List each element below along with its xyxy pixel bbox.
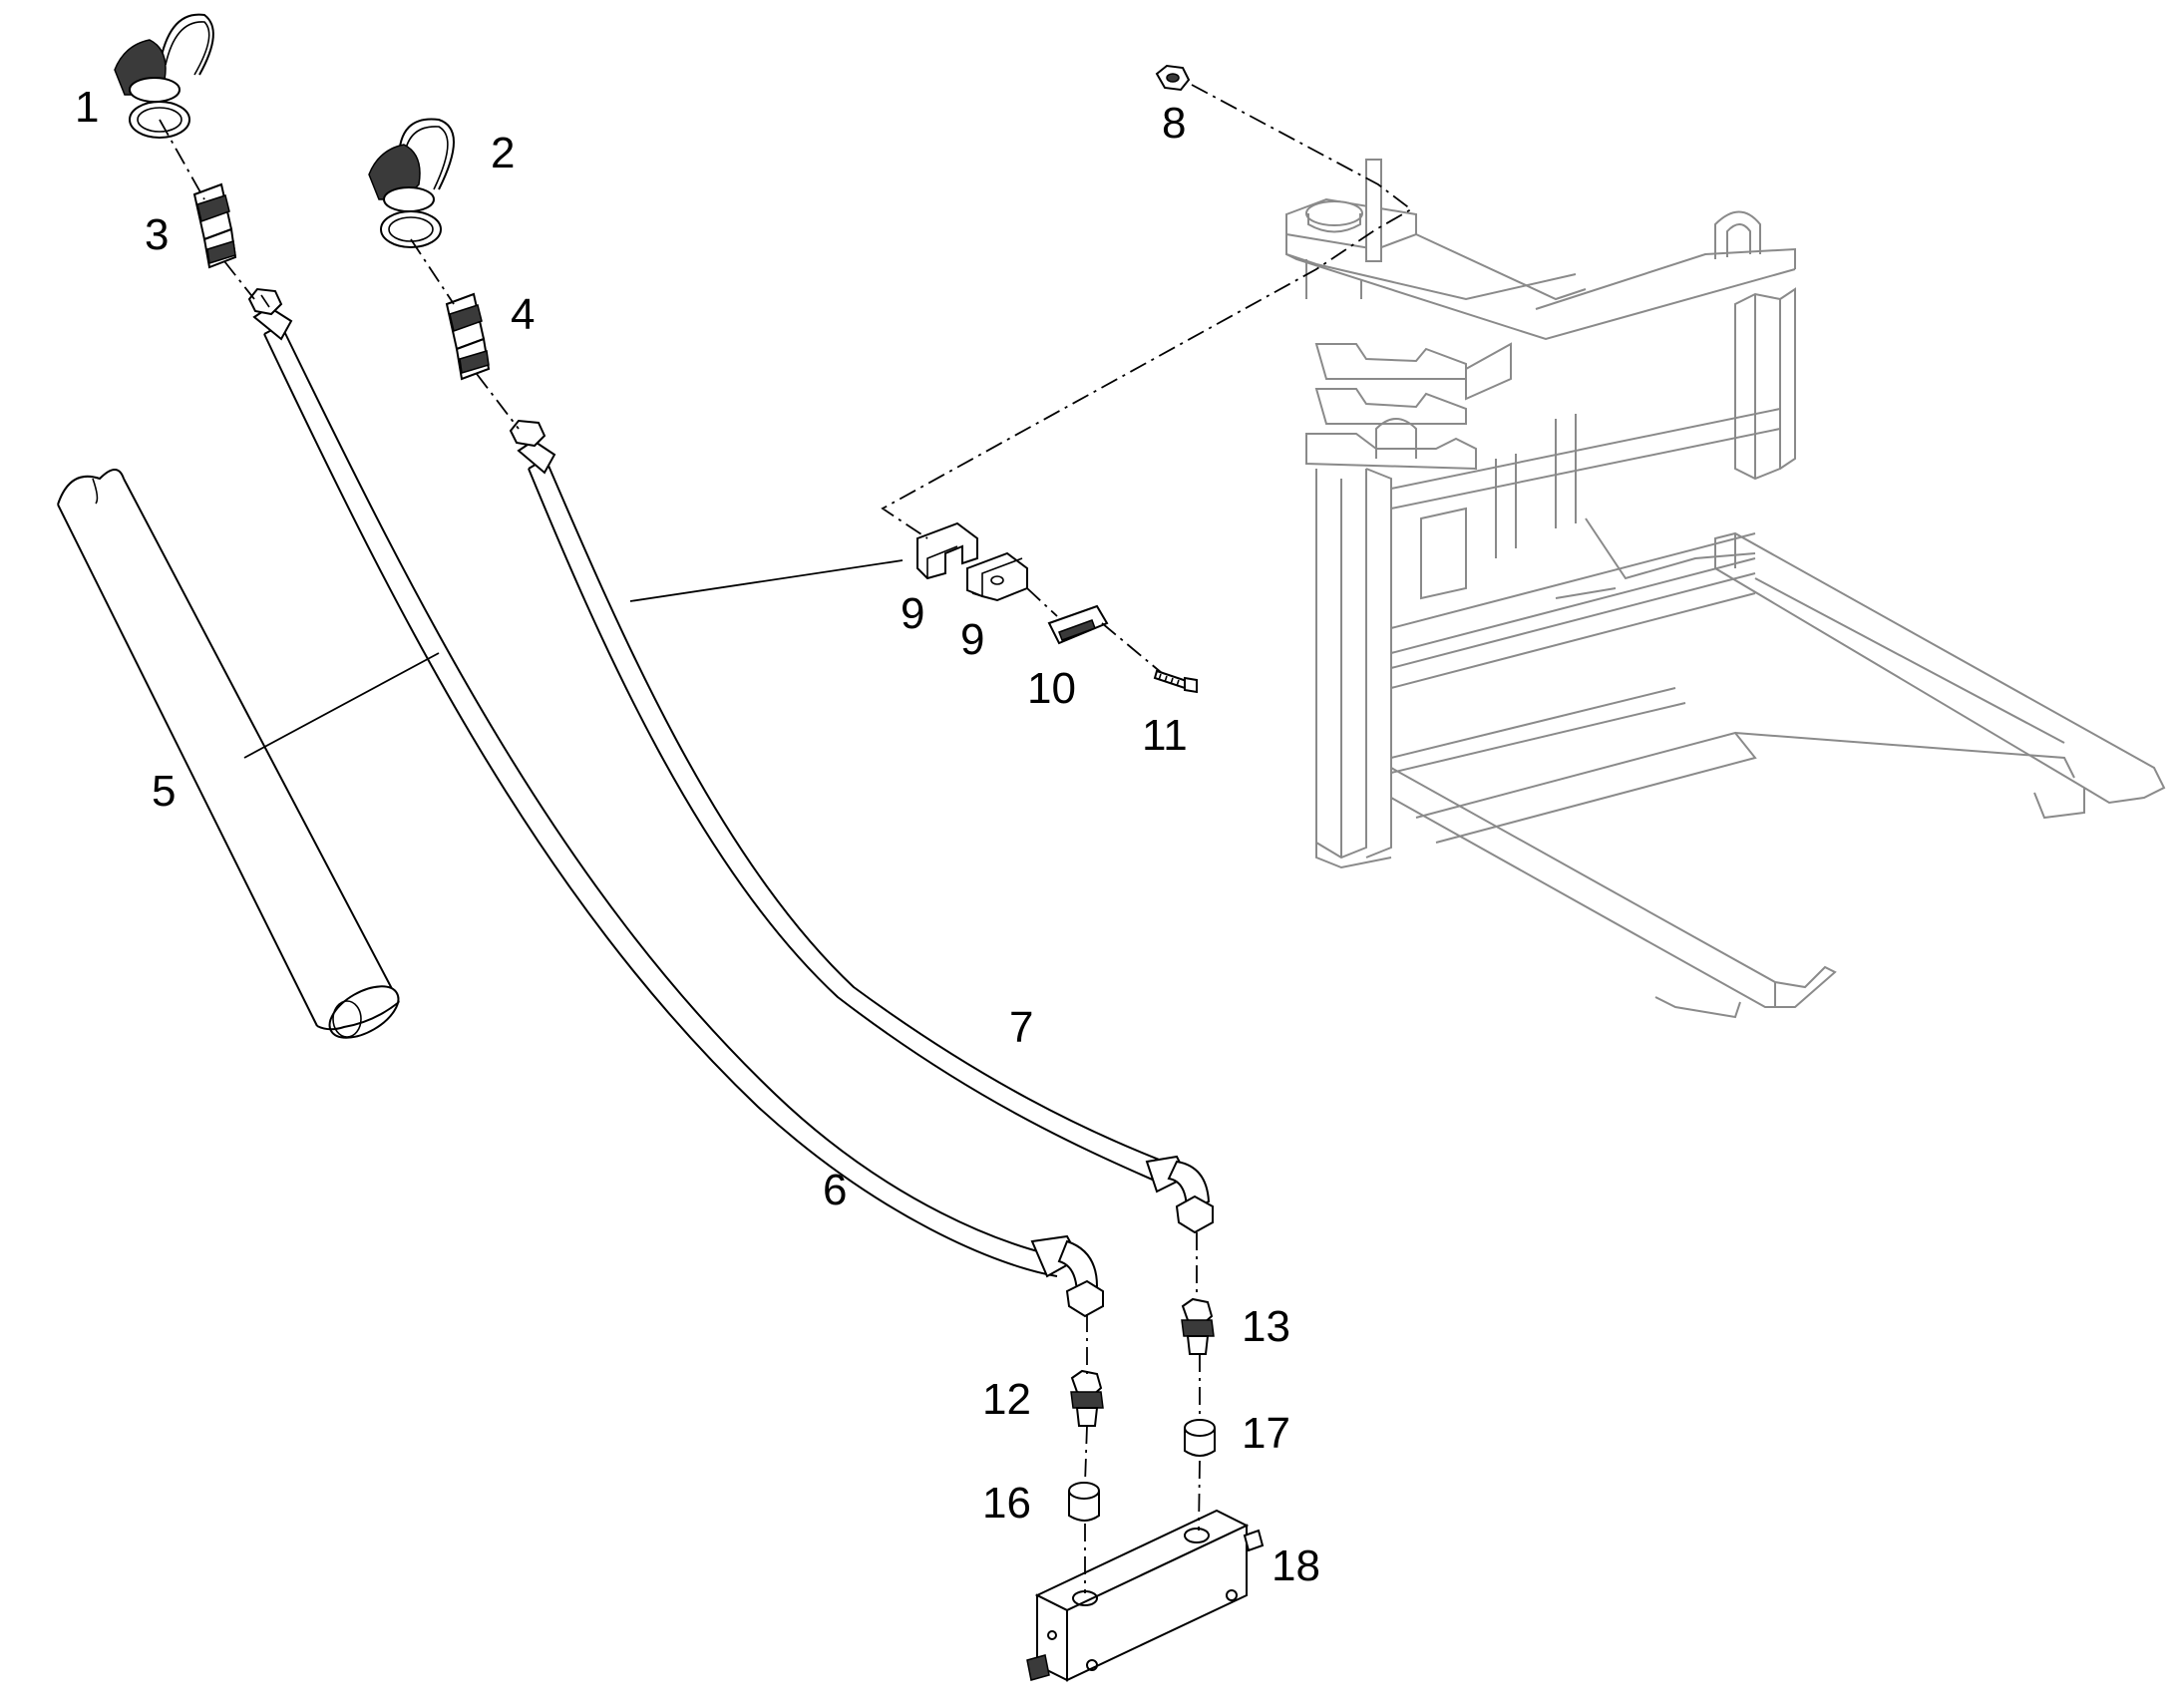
clamp-part-9b xyxy=(966,551,1028,602)
label-12: 12 xyxy=(982,1375,1031,1424)
label-16: 16 xyxy=(982,1479,1031,1528)
seal-part-17 xyxy=(1184,1419,1216,1457)
label-10: 10 xyxy=(1027,664,1076,713)
hose-part-7 xyxy=(509,419,1214,1234)
dust-cap-part-1 xyxy=(114,13,214,139)
label-1: 1 xyxy=(75,83,99,132)
screw-part-11 xyxy=(1153,669,1198,694)
dust-cap-part-2 xyxy=(368,118,455,248)
label-17: 17 xyxy=(1242,1409,1290,1458)
label-11: 11 xyxy=(1142,711,1188,760)
label-9a: 9 xyxy=(901,589,924,638)
label-6: 6 xyxy=(823,1166,847,1214)
seal-part-16 xyxy=(1068,1482,1100,1522)
label-9b: 9 xyxy=(960,615,984,664)
pipe-part-5 xyxy=(57,469,400,1039)
label-13: 13 xyxy=(1242,1302,1290,1351)
valve-block-part-18 xyxy=(1026,1509,1265,1682)
fitting-part-13 xyxy=(1181,1297,1215,1355)
fitting-part-12 xyxy=(1070,1369,1104,1427)
clamp-part-9a xyxy=(916,521,978,580)
hose-part-6 xyxy=(247,287,1104,1318)
label-7: 7 xyxy=(1009,1003,1033,1052)
label-8: 8 xyxy=(1162,99,1186,148)
label-5: 5 xyxy=(152,767,176,816)
pallet-fork-frame xyxy=(1285,159,2166,1019)
nut-part-8 xyxy=(1155,64,1191,92)
centerlines xyxy=(159,84,1413,1593)
label-3: 3 xyxy=(145,210,169,259)
coupler-part-3 xyxy=(192,182,237,269)
label-2: 2 xyxy=(491,129,515,177)
leader-lines xyxy=(243,559,904,759)
label-18: 18 xyxy=(1272,1541,1320,1590)
callout-labels: 1 2 3 4 5 6 7 8 9 9 10 11 12 13 16 17 18 xyxy=(75,83,1320,1590)
label-4: 4 xyxy=(511,290,535,339)
plate-part-10 xyxy=(1047,604,1109,645)
coupler-part-4 xyxy=(445,292,491,381)
